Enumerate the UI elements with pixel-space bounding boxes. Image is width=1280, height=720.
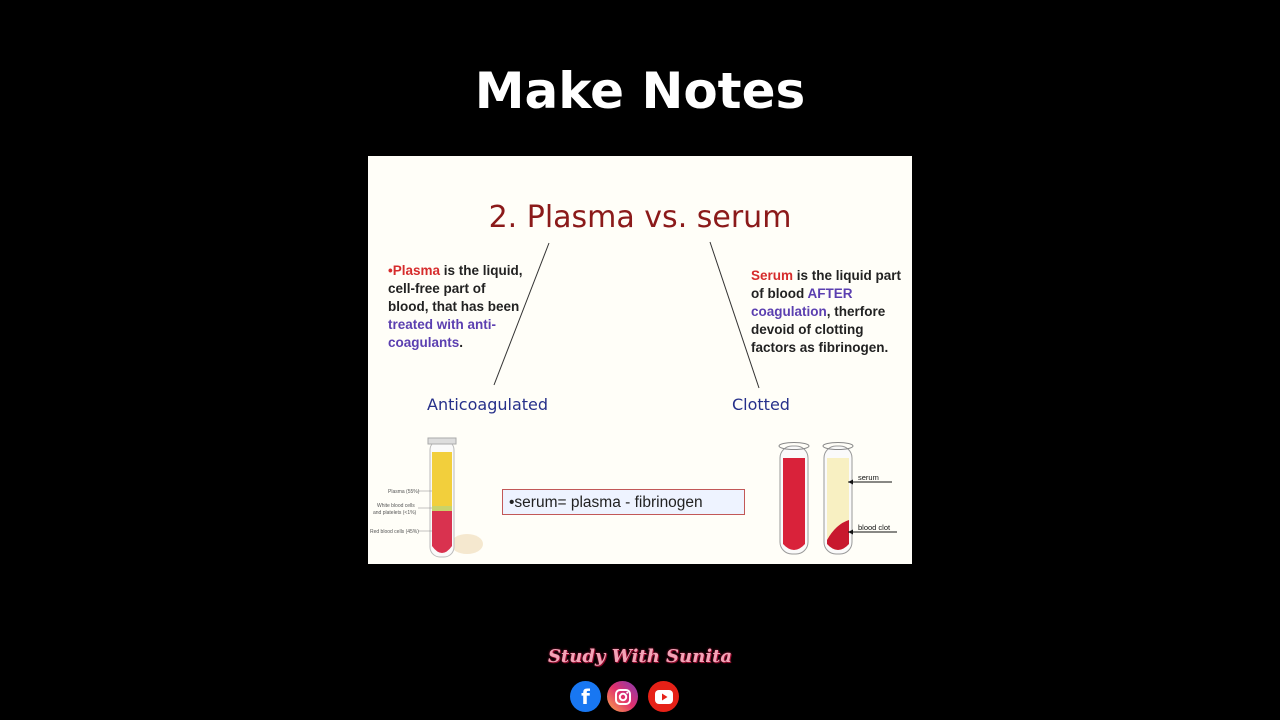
plasma-term: Plasma <box>392 263 441 278</box>
plasma-text-end: . <box>459 335 464 350</box>
serum-term: Serum <box>751 268 794 283</box>
facebook-icon[interactable]: f <box>570 681 601 712</box>
formula-box: •serum= plasma - fibrinogen <box>502 489 745 515</box>
serum-definition: Serum is the liquid part of blood AFTER … <box>751 267 911 357</box>
anticoagulated-tube: Plasma (55%) White blood cells and plate… <box>370 437 483 558</box>
bullet: • <box>388 263 393 278</box>
label-wbc-2: and platelets (<1%) <box>373 510 417 516</box>
serum-text-end: , therfore devoid of clotting factors as… <box>751 304 889 355</box>
label-serum: serum <box>858 473 879 482</box>
serum-highlight: AFTER coagulation <box>751 286 853 319</box>
instagram-icon[interactable] <box>607 681 638 712</box>
plasma-text: is the liquid, cell-free part of blood, … <box>388 263 523 314</box>
label-plasma-percent: Plasma (55%) <box>388 489 420 495</box>
slide-title: 2. Plasma vs. serum <box>488 200 792 235</box>
slide: 2. Plasma vs. serum •Plasma is the liqui… <box>368 156 912 564</box>
connector-lines <box>493 241 760 389</box>
plasma-definition: •Plasma is the liquid, cell-free part of… <box>388 262 523 352</box>
label-clotted: Clotted <box>732 395 790 414</box>
serum-text: is the liquid part of blood <box>751 268 902 301</box>
label-wbc: White blood cells <box>377 503 415 509</box>
plasma-highlight: treated with anti-coagulants <box>388 317 497 350</box>
label-blood-clot: blood clot <box>858 523 891 532</box>
connector-line-right <box>709 241 760 389</box>
label-anticoagulated: Anticoagulated <box>427 395 549 414</box>
brand-name: Study With Sunita <box>547 646 733 667</box>
connector-line-left <box>493 242 550 386</box>
youtube-icon[interactable] <box>648 681 679 712</box>
label-rbc: Red blood cells (45%) <box>370 529 419 535</box>
page-title: Make Notes <box>474 62 806 120</box>
clotted-tubes: serum blood clot <box>778 442 897 555</box>
